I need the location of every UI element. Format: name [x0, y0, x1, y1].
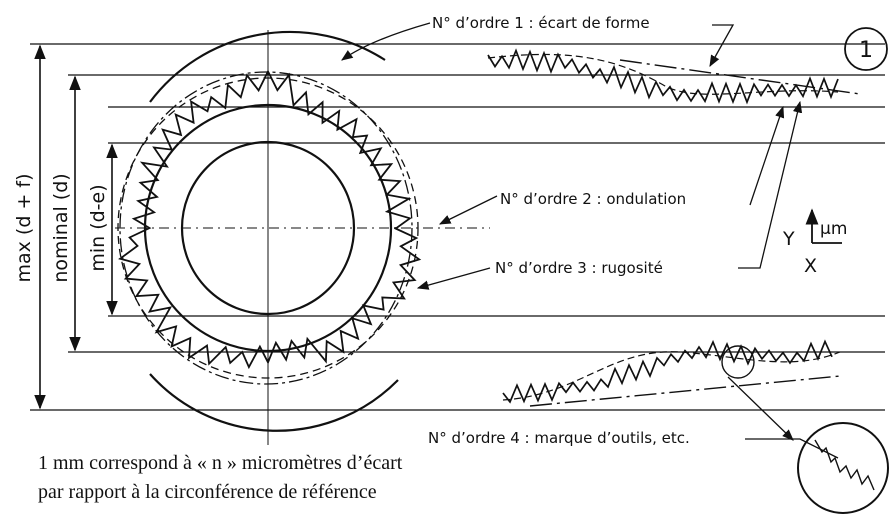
axes-indicator — [805, 208, 842, 244]
min-dimension-label: min (d-e) — [87, 184, 109, 271]
inner-circle — [180, 140, 356, 316]
reference-circle — [117, 77, 419, 379]
outer-arc-top — [149, 30, 386, 103]
reference-lines — [30, 43, 885, 411]
order4-label: N° d’ordre 4 : marque d’outils, etc. — [428, 429, 690, 447]
y-axis-label: Y — [782, 228, 795, 250]
caption-line-2: par rapport à la circonférence de référe… — [38, 481, 377, 503]
order1-form-leader — [709, 24, 735, 68]
figure-number: 1 — [859, 38, 873, 63]
circle-cross-section — [115, 30, 490, 445]
form-deviation-ellipse — [119, 71, 413, 385]
bottom-rough-profile — [502, 339, 833, 404]
unit-label: µm — [820, 219, 847, 239]
figure-number-badge — [844, 27, 888, 71]
max-dimension-label: max (d + f) — [13, 173, 35, 282]
order3-label: N° d’ordre 3 : rugosité — [495, 259, 663, 277]
top-waviness-line — [487, 53, 839, 95]
zoom-circle — [797, 422, 889, 514]
order4-zoom-leader — [745, 438, 839, 459]
roughness-base-circle — [143, 103, 393, 353]
bottom-waviness-line — [502, 351, 841, 401]
order2-leader — [438, 195, 498, 225]
top-form-line — [619, 59, 861, 95]
order1-leader — [341, 22, 431, 61]
order3-profile-leader — [738, 100, 803, 269]
x-axis-label: X — [804, 255, 817, 277]
caption-line-1: 1 mm correspond à « n » micromètres d’éc… — [38, 452, 403, 474]
roughness-profile-ring — [118, 69, 422, 370]
tool-mark-highlight-circle — [721, 345, 755, 379]
order2-profile-leader — [749, 105, 785, 206]
outer-arc-bottom — [149, 373, 399, 432]
order3-leader — [416, 267, 491, 290]
order2-label: N° d’ordre 2 : ondulation — [500, 190, 686, 208]
order1-label: N° d’ordre 1 : écart de forme — [432, 14, 650, 32]
top-rough-profile — [487, 48, 839, 105]
nominal-dimension-label: nominal (d) — [50, 173, 72, 282]
tool-mark-zoom — [797, 422, 889, 514]
bottom-form-line — [529, 375, 841, 407]
order4-profile-leader — [727, 376, 794, 441]
zoom-profile — [814, 439, 875, 491]
top-profile — [487, 48, 861, 105]
bottom-profile — [502, 339, 841, 407]
